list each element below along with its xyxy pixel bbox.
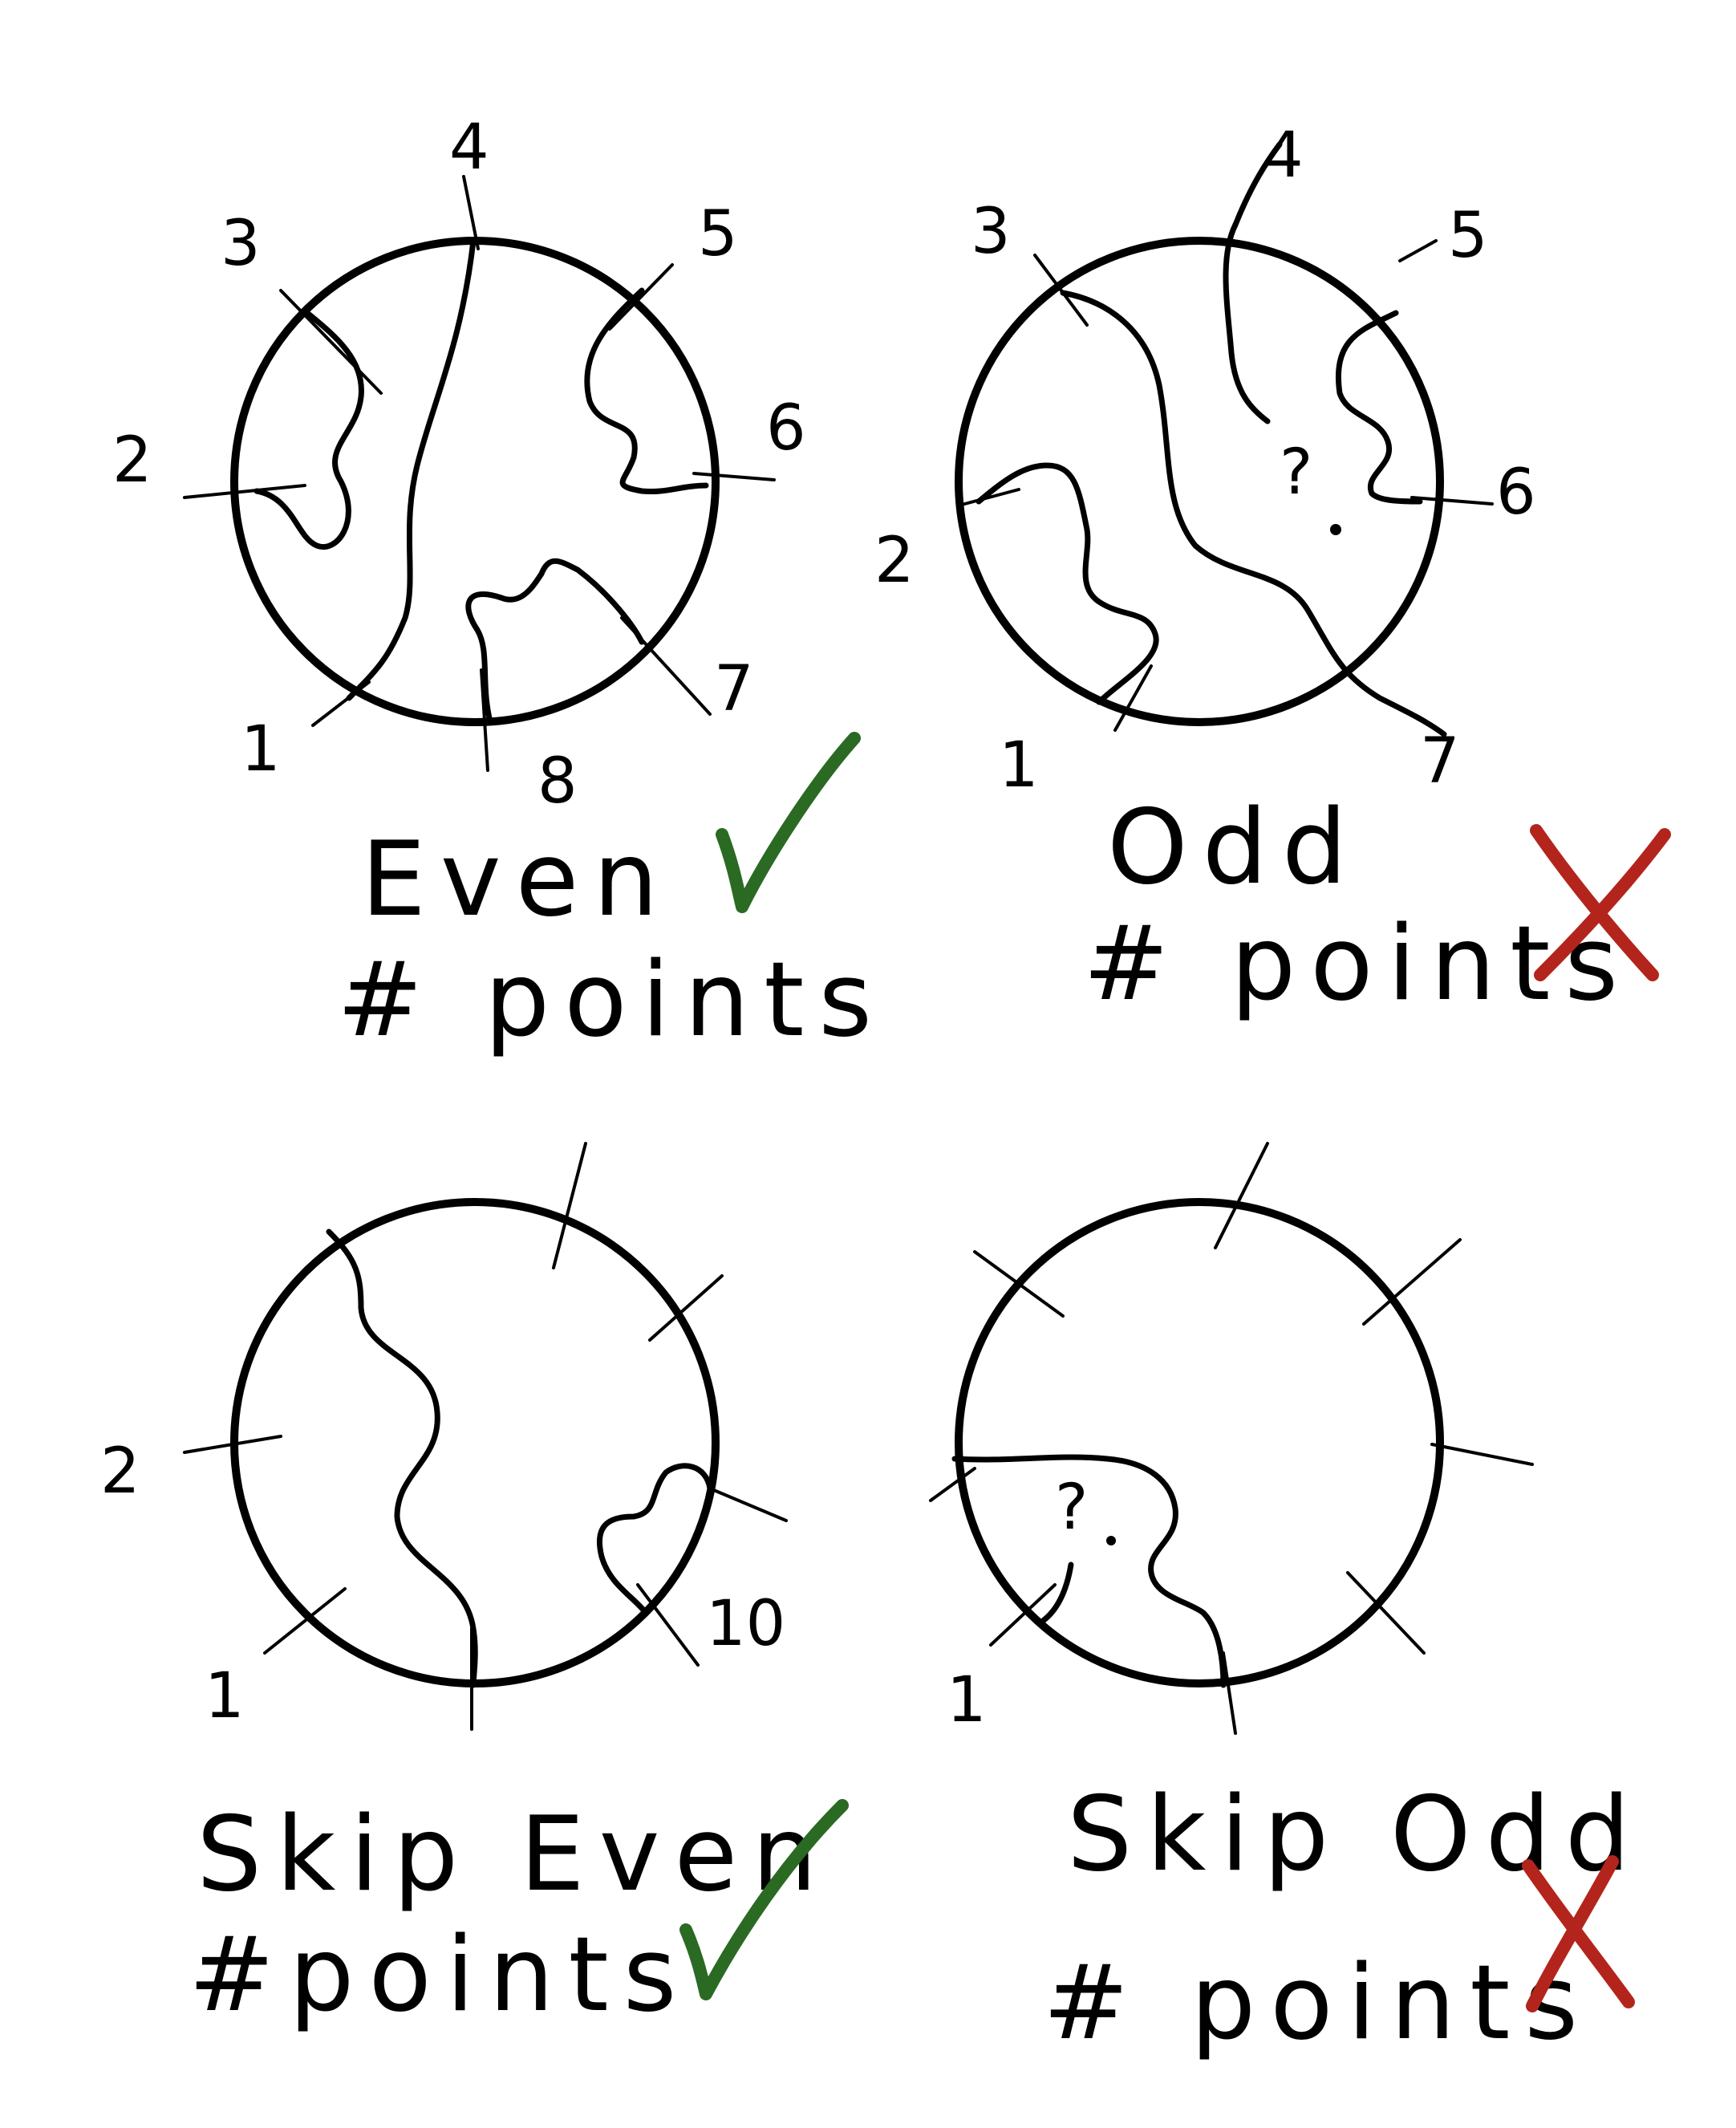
- skip-even-caption-points: #points: [189, 1915, 691, 2035]
- panel-skip-even: 1 2 10 Skip Even #points: [100, 1142, 849, 2035]
- panel-even: 1 2 3 4 5 6 7 8 Even # points: [112, 112, 886, 1060]
- odd-caption-points: # points: [1083, 904, 1633, 1024]
- cross-icon: [1522, 1855, 1635, 2012]
- panel-skip-odd: 1 ? Skip Odd # points: [929, 1142, 1645, 2063]
- even-caption-title: Even: [361, 820, 673, 940]
- even-caption-points: # points: [337, 940, 886, 1060]
- even-label-7: 7: [714, 653, 754, 725]
- skip-odd-labels: 1: [947, 1664, 987, 1736]
- check-icon: [716, 732, 861, 913]
- even-label-8: 8: [537, 745, 578, 818]
- even-label-6: 6: [766, 392, 806, 465]
- skip-odd-question-dot: [1106, 1536, 1116, 1545]
- skip-odd-caption-points: # points: [1043, 1943, 1592, 2063]
- odd-label-6: 6: [1496, 457, 1536, 529]
- check-icon: [679, 1799, 849, 2000]
- even-label-3: 3: [221, 208, 261, 280]
- even-label-5: 5: [698, 198, 738, 270]
- odd-label-2: 2: [874, 525, 915, 597]
- odd-curves: [975, 141, 1447, 737]
- panel-odd: 1 2 3 4 5 6 7 ? Odd # points: [874, 120, 1671, 1024]
- odd-label-1: 1: [999, 729, 1039, 802]
- even-ticks: [183, 175, 776, 772]
- odd-label-5: 5: [1448, 200, 1488, 272]
- even-labels: 1 2 3 4 5 6 7 8: [112, 112, 806, 818]
- skip-even-curves: [326, 1228, 713, 1688]
- odd-question-dot: [1330, 524, 1341, 535]
- skip-odd-ticks: [929, 1142, 1534, 1735]
- cross-stroke-b: [1526, 1855, 1619, 2012]
- skip-odd-caption-title: Skip Odd: [1067, 1775, 1645, 1894]
- skip-even-label-2: 2: [100, 1436, 140, 1508]
- even-curves: [254, 238, 709, 721]
- skip-even-label-1: 1: [205, 1660, 245, 1732]
- even-label-1: 1: [241, 713, 281, 786]
- odd-caption-title: Odd: [1107, 788, 1361, 908]
- odd-label-3: 3: [971, 196, 1011, 268]
- skip-even-labels: 1 2 10: [100, 1436, 785, 1732]
- odd-labels: 1 2 3 4 5 6 7: [874, 120, 1536, 802]
- odd-circle: [955, 237, 1444, 726]
- skip-even-caption-title: Skip Even: [197, 1795, 831, 1915]
- cross-stroke-a: [1522, 1859, 1635, 2008]
- odd-label-7: 7: [1420, 725, 1460, 798]
- skip-even-ticks: [183, 1142, 788, 1731]
- cross-icon: [1530, 824, 1671, 981]
- skip-odd-label-1: 1: [947, 1664, 987, 1736]
- skip-odd-curves: [951, 1454, 1227, 1688]
- skip-even-label-10: 10: [706, 1588, 785, 1660]
- skip-odd-question-mark: ?: [1055, 1472, 1088, 1544]
- odd-ticks: [957, 239, 1494, 732]
- even-label-2: 2: [112, 424, 152, 497]
- odd-label-4: 4: [1263, 120, 1304, 192]
- even-label-4: 4: [449, 112, 489, 184]
- skip-odd-circle: [955, 1198, 1444, 1687]
- odd-question-mark: ?: [1280, 437, 1312, 509]
